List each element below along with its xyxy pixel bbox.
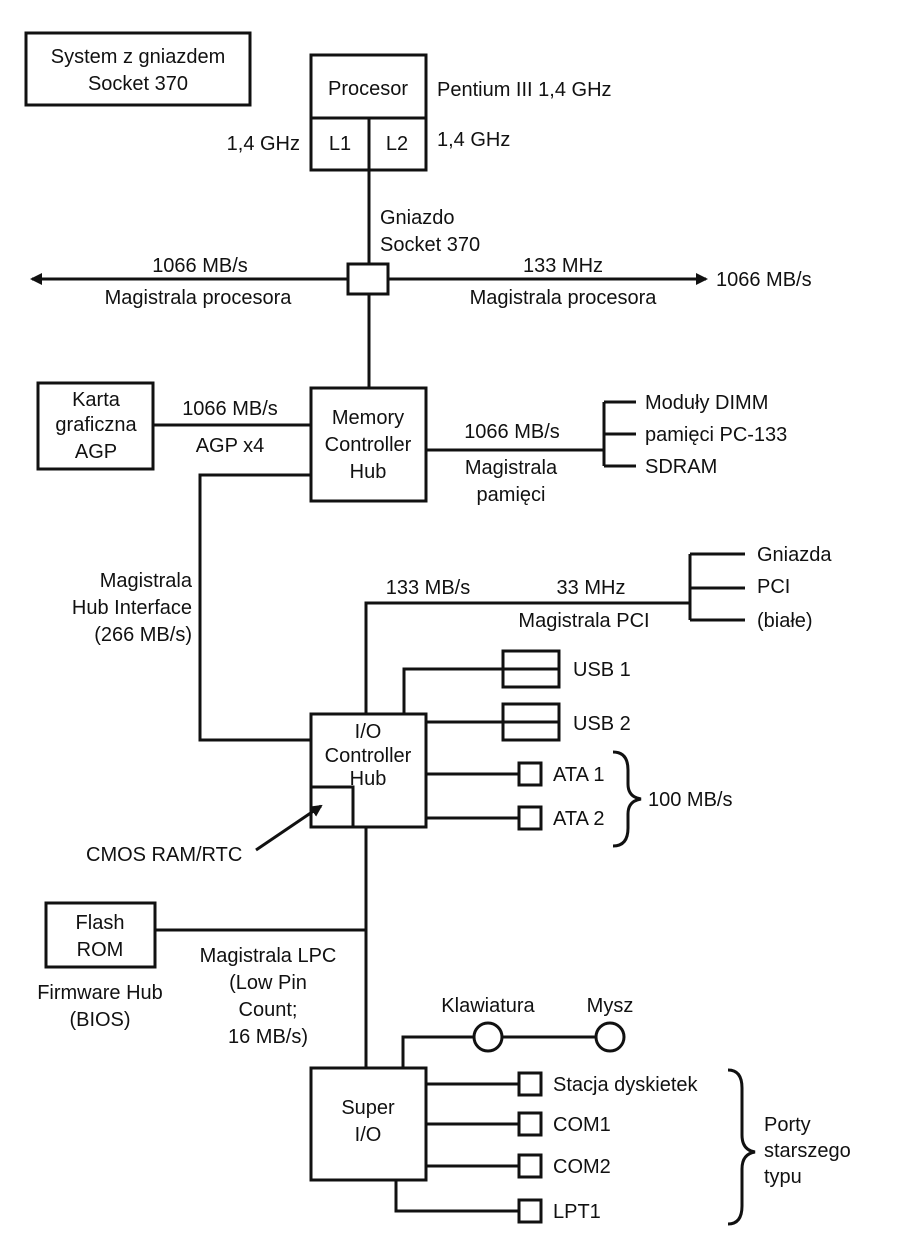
socket-label-line-2: Socket 370 xyxy=(380,234,480,256)
memory-bus-speed: 1066 MB/s xyxy=(464,421,560,443)
com2-port xyxy=(517,1153,543,1179)
ich-line-2: Controller xyxy=(325,745,412,767)
cmos-label: CMOS RAM/RTC xyxy=(86,844,242,866)
ata1-port xyxy=(517,761,543,787)
super-io-line-1: Super xyxy=(341,1097,395,1119)
mch-line-3: Hub xyxy=(350,461,387,483)
super-io-line-2: I/O xyxy=(355,1124,382,1146)
lpc-line-2: (Low Pin xyxy=(229,972,307,994)
lpt1-label: LPT1 xyxy=(553,1201,601,1223)
legacy-label-line-2: starszego xyxy=(764,1140,851,1162)
mch-line-2: Controller xyxy=(325,434,412,456)
ata2-label: ATA 2 xyxy=(553,808,605,830)
lpc-line-1: Magistrala LPC xyxy=(200,945,337,967)
processor-model: Pentium III 1,4 GHz xyxy=(437,79,612,101)
agp-box-line-1: Karta xyxy=(72,389,121,411)
processor-block: Procesor L1 L2 xyxy=(309,53,428,172)
l1-cache-label: L1 xyxy=(329,133,351,155)
system-title-line-1: System z gniazdem xyxy=(51,46,226,68)
com1-port xyxy=(517,1111,543,1137)
cpu-bus-right-label: Magistrala procesora xyxy=(470,287,658,309)
l2-cache-label: L2 xyxy=(386,133,408,155)
hub-interface-line xyxy=(198,473,311,742)
agp-box-line-3: AGP xyxy=(75,441,117,463)
lpt1-port xyxy=(517,1198,543,1224)
memory-controller-hub: Memory Controller Hub xyxy=(309,386,428,503)
system-title-line-2: Socket 370 xyxy=(88,73,188,95)
usb1-line xyxy=(402,667,503,714)
memory-bus-label-line-2: pamięci xyxy=(477,484,546,506)
socket-connector xyxy=(346,262,390,296)
floppy-label: Stacja dyskietek xyxy=(553,1074,699,1096)
pci-bus-label: Magistrala PCI xyxy=(518,610,649,632)
mch-line-1: Memory xyxy=(332,407,404,429)
lpc-line-3: Count; xyxy=(239,999,298,1021)
system-title-box: System z gniazdem Socket 370 xyxy=(24,31,252,107)
pci-slots-line-1: Gniazda xyxy=(757,544,832,566)
socket-label-line-1: Gniazdo xyxy=(380,207,455,229)
pci-slots-line-3: (białe) xyxy=(757,610,813,632)
hub-interface-line-3: (266 MB/s) xyxy=(94,624,192,646)
mouse-port xyxy=(594,1021,626,1053)
super-io-block: Super I/O xyxy=(309,1066,428,1182)
cpu-bus-left-label: Magistrala procesora xyxy=(105,287,293,309)
ata2-port xyxy=(517,805,543,831)
legacy-label-line-3: typu xyxy=(764,1166,802,1188)
com2-label: COM2 xyxy=(553,1156,611,1178)
kbd-mouse-line xyxy=(401,1035,596,1068)
io-controller-hub: I/O Controller Hub xyxy=(309,712,428,829)
cmos-arrow xyxy=(255,804,323,852)
l2-speed: 1,4 GHz xyxy=(437,129,510,151)
memory-bus-label-line-1: Magistrala xyxy=(465,457,558,479)
mouse-label: Mysz xyxy=(587,995,634,1017)
memory-module-line-2: pamięci PC-133 xyxy=(645,424,787,446)
usb1-label: USB 1 xyxy=(573,659,631,681)
flash-box-line-1: Flash xyxy=(76,912,125,934)
hub-interface-line-1: Magistrala xyxy=(100,570,193,592)
ich-line-1: I/O xyxy=(355,721,382,743)
agp-box-line-2: graficzna xyxy=(55,414,137,436)
lpc-line-4: 16 MB/s) xyxy=(228,1026,308,1048)
memory-module-line-3: SDRAM xyxy=(645,456,717,478)
com1-label: COM1 xyxy=(553,1114,611,1136)
firmware-hub-line-2: (BIOS) xyxy=(69,1009,130,1031)
ata1-label: ATA 1 xyxy=(553,764,605,786)
agp-speed: 1066 MB/s xyxy=(182,398,278,420)
flash-rom-box: Flash ROM xyxy=(44,901,157,969)
usb2-label: USB 2 xyxy=(573,713,631,735)
ata-brace xyxy=(612,750,642,848)
pci-bus-line xyxy=(364,601,690,714)
hub-interface-line-2: Hub Interface xyxy=(72,597,192,619)
flash-box-line-2: ROM xyxy=(77,939,124,961)
floppy-port xyxy=(517,1071,543,1097)
l1-speed: 1,4 GHz xyxy=(227,133,300,155)
processor-label: Procesor xyxy=(328,78,408,100)
usb2-port xyxy=(501,702,561,742)
legacy-brace xyxy=(727,1068,756,1226)
pci-clock: 33 MHz xyxy=(557,577,626,599)
cpu-bus-right-speed: 133 MHz xyxy=(523,255,603,277)
ich-line-3: Hub xyxy=(350,768,387,790)
keyboard-port xyxy=(472,1021,504,1053)
usb1-port xyxy=(501,649,561,689)
cpu-bus-right-end-speed: 1066 MB/s xyxy=(716,269,812,291)
firmware-hub-line-1: Firmware Hub xyxy=(37,982,163,1004)
cpu-bus-left-speed: 1066 MB/s xyxy=(152,255,248,277)
agp-card-box: Karta graficzna AGP xyxy=(36,381,155,471)
agp-label: AGP x4 xyxy=(196,435,265,457)
pci-speed: 133 MB/s xyxy=(386,577,470,599)
memory-module-line-1: Moduły DIMM xyxy=(645,392,768,414)
ata-speed: 100 MB/s xyxy=(648,789,732,811)
keyboard-label: Klawiatura xyxy=(441,995,535,1017)
legacy-label-line-1: Porty xyxy=(764,1114,811,1136)
pci-slots-line-2: PCI xyxy=(757,576,790,598)
